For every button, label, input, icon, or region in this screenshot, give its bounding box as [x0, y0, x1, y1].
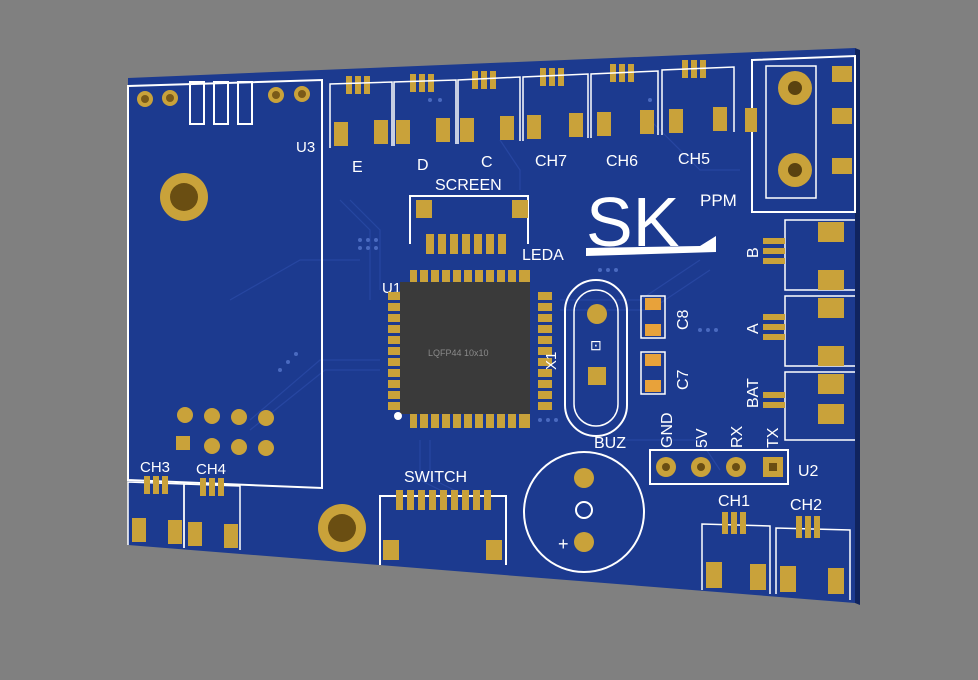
mounting-hole-top: [160, 173, 208, 221]
u1-chip-marking: LQFP44 10x10: [428, 348, 489, 358]
capacitor-label-c8: C8: [675, 309, 692, 330]
connector-label-ch5: CH5: [678, 151, 710, 168]
top-connectors: [334, 60, 727, 146]
side-label-a: A: [745, 323, 762, 334]
bottom-right-connectors: [701, 512, 851, 600]
buzzer-label: BUZ: [594, 435, 626, 452]
header-label-tx: TX: [765, 427, 782, 448]
screen-connector-outline: [409, 195, 529, 244]
capacitor-c8: [640, 295, 666, 339]
u2-header-outline: [649, 449, 789, 485]
connector-label-ch7: CH7: [535, 153, 567, 170]
side-label-bat: BAT: [745, 378, 762, 408]
buzzer-center-mark: [575, 501, 593, 519]
screen-connector-pads: [416, 200, 528, 254]
pcb-board-edge: [855, 48, 860, 605]
bottom-label-ch3: CH3: [140, 459, 170, 476]
top-connector-outlines: [329, 66, 735, 148]
header-label-gnd: GND: [659, 412, 676, 448]
switch-connector-pads: [383, 490, 502, 560]
connector-label-e: E: [352, 159, 363, 176]
buzzer-outline: [523, 451, 645, 573]
bottom-left-connectors: [127, 476, 241, 550]
crystal-inner: [573, 289, 619, 427]
u1-chip-body: [400, 282, 530, 414]
u1-pin1-dot: [394, 412, 402, 420]
sk-logo-underline: [586, 236, 716, 256]
u2-header-pins: [656, 457, 783, 477]
u1-pin-gaps: [386, 268, 554, 430]
connector-label-ch6: CH6: [606, 153, 638, 170]
crystal-pad-1: [587, 304, 607, 324]
vias: [278, 98, 718, 422]
connector-label-c: C: [481, 154, 493, 171]
capacitor-c7: [640, 351, 666, 395]
mounting-hole-bottom: [318, 504, 366, 552]
screen-label: SCREEN: [435, 177, 502, 194]
ppm-label: PPM: [700, 191, 737, 210]
header-label-rx: RX: [729, 425, 746, 448]
crystal-pad-2: [588, 367, 606, 385]
u3-pin-header: [176, 407, 274, 456]
buzzer-pad-top: [574, 468, 594, 488]
crystal-outline: [564, 279, 628, 437]
header-label-5v: 5V: [694, 428, 711, 448]
u3-label: U3: [296, 139, 315, 156]
u3-module-outline: [127, 78, 323, 490]
u3-antenna-pads: [189, 81, 253, 125]
connector-label-d: D: [417, 157, 429, 174]
u2-label: U2: [798, 463, 819, 480]
leda-label: LEDA: [522, 247, 564, 264]
crystal-symbol: ⊡: [590, 337, 602, 353]
bottom-label-ch1: CH1: [718, 493, 750, 510]
u3-top-holes: [137, 86, 310, 107]
bottom-label-ch4: CH4: [196, 461, 226, 478]
capacitor-label-c7: C7: [675, 369, 692, 390]
side-label-b: B: [745, 247, 762, 258]
buzzer-plus: +: [558, 534, 569, 554]
crystal-label: X1: [543, 352, 560, 370]
ppm-connector: [745, 54, 856, 213]
side-connectors: [763, 219, 855, 441]
bottom-label-ch2: CH2: [790, 497, 822, 514]
switch-label: SWITCH: [404, 469, 467, 486]
buzzer-pad-bottom: [574, 532, 594, 552]
